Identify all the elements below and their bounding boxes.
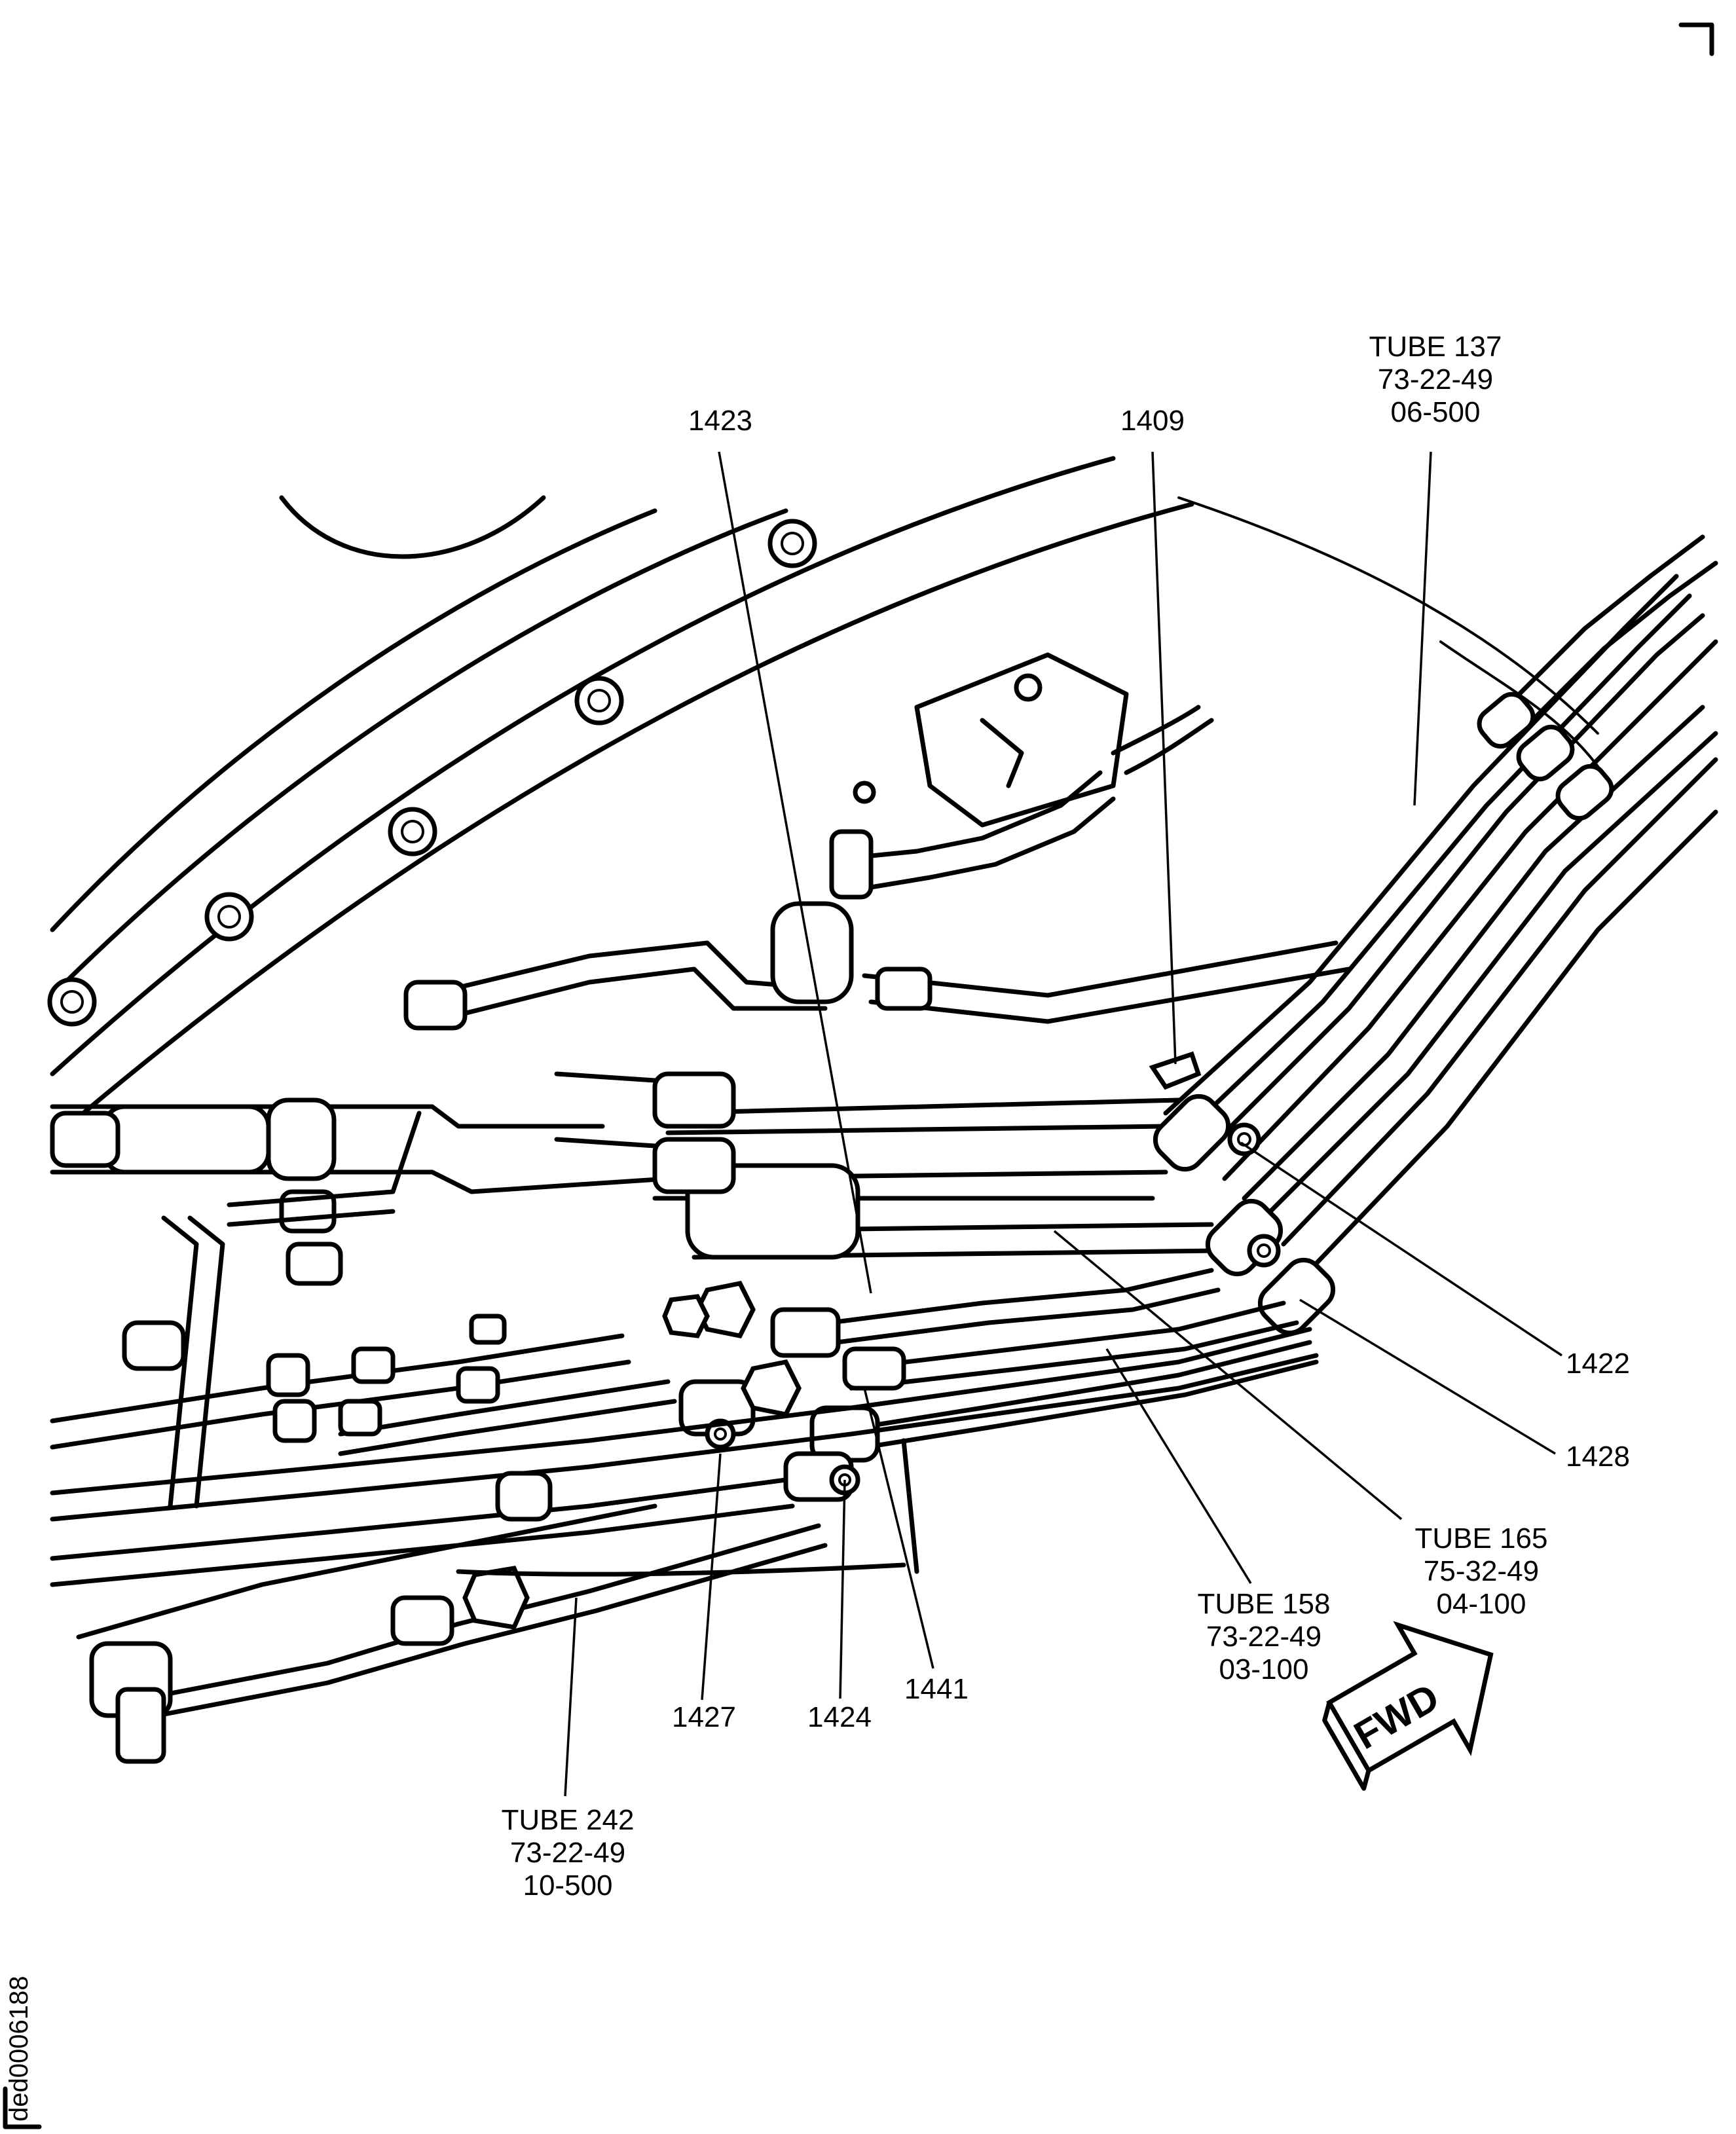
leader-tube-165 <box>1053 1230 1403 1520</box>
leader-tube-242 <box>564 1597 578 1797</box>
label-tube-137: TUBE 137 73-22-49 06-500 <box>1337 331 1534 429</box>
tube-158-chapter: 73-22-49 <box>1206 1621 1322 1653</box>
tube-242-chapter: 73-22-49 <box>509 1837 626 1869</box>
figure-id: ded0006188 <box>5 1976 33 2122</box>
manifold-tubes <box>50 770 1352 1260</box>
fwd-arrow-icon: FWD <box>1322 1621 1494 1791</box>
callout-1409: 1409 <box>1120 405 1185 437</box>
engine-case <box>50 456 1612 1142</box>
upper-bracket <box>914 652 1214 828</box>
tube-158-page: 03-100 <box>1219 1653 1309 1685</box>
leader-1427 <box>701 1453 722 1701</box>
corner-mark-top-right <box>1678 22 1714 56</box>
corner-mark-bottom-left <box>3 2086 42 2129</box>
tube-137-name: TUBE 137 <box>1369 331 1502 363</box>
leader-1409 <box>1151 451 1177 1065</box>
tube-137-chapter: 73-22-49 <box>1377 363 1494 396</box>
tube-242-name: TUBE 242 <box>501 1804 635 1836</box>
callout-1427: 1427 <box>672 1701 736 1733</box>
label-tube-158: TUBE 158 73-22-49 03-100 <box>1166 1588 1362 1686</box>
lower-tube-cluster <box>50 1111 1319 1764</box>
leader-1424 <box>839 1479 846 1699</box>
callout-1422: 1422 <box>1566 1348 1630 1380</box>
leader-1428 <box>1299 1298 1556 1455</box>
leader-tube-137 <box>1413 451 1432 806</box>
callout-1423: 1423 <box>688 405 752 437</box>
tube-165-page: 04-100 <box>1436 1588 1526 1620</box>
tube-165-chapter: 75-32-49 <box>1423 1555 1540 1587</box>
leader-lines <box>564 451 1562 1797</box>
callout-1441: 1441 <box>904 1673 969 1705</box>
leader-tube-158 <box>1105 1348 1252 1584</box>
label-tube-242: TUBE 242 73-22-49 10-500 <box>470 1804 666 1902</box>
leader-1441 <box>863 1388 934 1669</box>
tube-137-page: 06-500 <box>1390 396 1481 428</box>
callout-1428: 1428 <box>1566 1441 1630 1473</box>
leader-1422 <box>1240 1141 1562 1357</box>
label-tube-165: TUBE 165 75-32-49 04-100 <box>1383 1522 1579 1621</box>
callout-1424: 1424 <box>807 1701 872 1733</box>
tube-158-name: TUBE 158 <box>1197 1588 1331 1620</box>
leader-1423 <box>718 451 872 1294</box>
right-tube-bundle <box>1163 534 1718 1273</box>
flange-bolts <box>47 519 876 1027</box>
tube-165-name: TUBE 165 <box>1414 1522 1548 1555</box>
tube-242-page: 10-500 <box>523 1869 613 1902</box>
bundle-clamps <box>1149 691 1614 1336</box>
